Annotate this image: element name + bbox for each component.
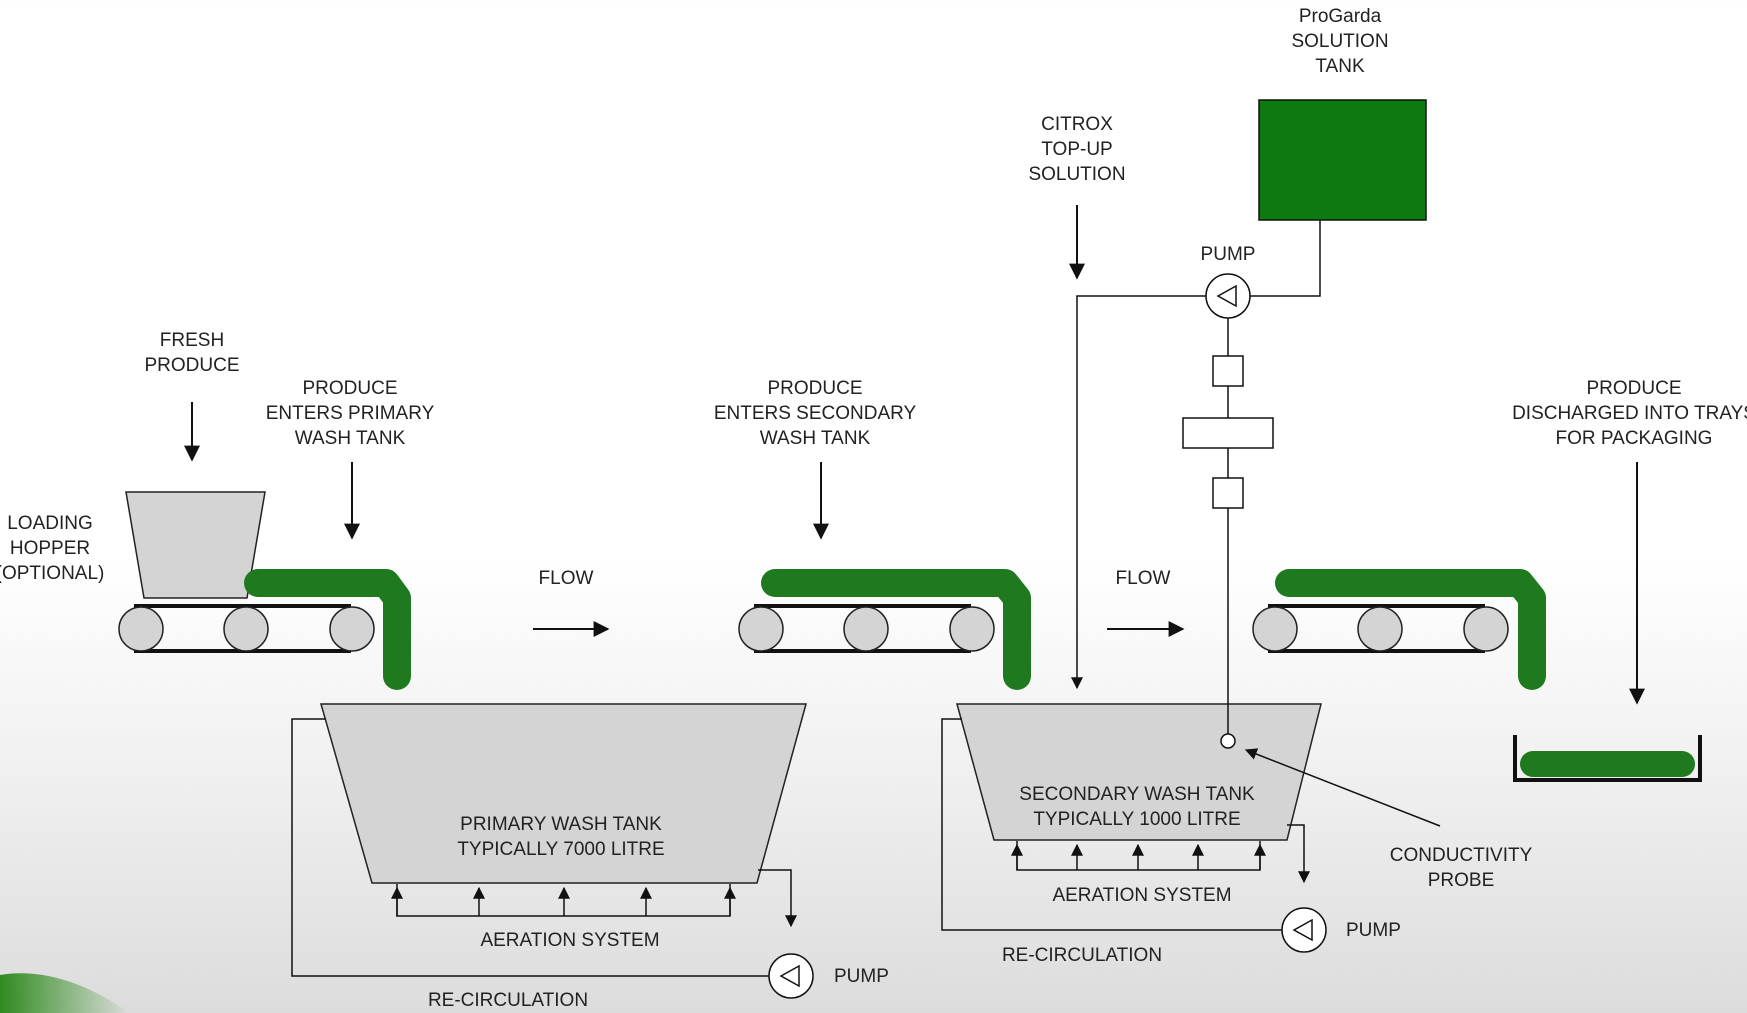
conductivity-probe — [1220, 733, 1236, 749]
conveyor-1 — [118, 604, 375, 653]
primary-wash-tank — [320, 703, 807, 884]
produce-in-tray — [1520, 751, 1695, 777]
pump-primary-label: PUMP — [834, 966, 889, 987]
primary-aeration-system — [391, 884, 736, 917]
citrox-label: CITROX TOP-UP SOLUTION — [1028, 114, 1126, 185]
conductivity-pointer — [1244, 748, 1441, 827]
dosing-line-to-tank — [1071, 295, 1206, 690]
recirc-secondary-label: RE-CIRCULATION — [1001, 945, 1163, 966]
primary-tank-label: PRIMARY WASH TANK TYPICALLY 7000 LITRE — [457, 814, 665, 860]
primary-recirc-return — [291, 718, 769, 977]
aeration-secondary-label: AERATION SYSTEM — [1052, 885, 1232, 906]
produce-stream-3 — [1275, 569, 1546, 690]
loading-hopper-label: LOADING HOPPER (OPTIONAL) — [0, 513, 105, 584]
fresh-produce-label: FRESH PRODUCE — [144, 330, 240, 376]
progarda-label: ProGarda SOLUTION TANK — [1291, 6, 1389, 77]
aeration-primary-label: AERATION SYSTEM — [480, 930, 660, 951]
controller-box — [1182, 417, 1274, 449]
packaging-tray — [1513, 735, 1702, 782]
produce-stream-1 — [244, 569, 411, 690]
loading-hopper — [125, 491, 266, 599]
probe-fitting-2 — [1212, 477, 1244, 509]
pump-icon — [1281, 907, 1327, 953]
enters-primary-label: PRODUCE ENTERS PRIMARY WASH TANK — [265, 378, 435, 449]
secondary-recirc-return — [941, 718, 1282, 931]
pump-secondary-label: PUMP — [1346, 920, 1401, 941]
secondary-aeration-system — [1011, 841, 1266, 871]
pump-top-label: PUMP — [1200, 244, 1256, 265]
primary-recirc-line — [758, 869, 797, 928]
enters-secondary-label: PRODUCE ENTERS SECONDARY WASH TANK — [713, 378, 917, 449]
secondary-tank-label: SECONDARY WASH TANK TYPICALLY 1000 LITRE — [1019, 784, 1255, 830]
progarda-solution-tank — [1258, 99, 1427, 221]
secondary-recirc-line — [1287, 824, 1310, 884]
solution-feed-line — [1250, 220, 1321, 297]
pump-icon — [1205, 273, 1251, 319]
recirc-primary-label: RE-CIRCULATION — [427, 990, 589, 1011]
conveyor-3 — [1252, 604, 1509, 653]
corner-swoosh — [0, 973, 130, 1013]
discharged-label: PRODUCE DISCHARGED INTO TRAYS FOR PACKAG… — [1512, 378, 1747, 449]
conveyor-2 — [738, 604, 995, 653]
conductivity-label: CONDUCTIVITY PROBE — [1389, 845, 1533, 891]
flow-label-2: FLOW — [1115, 568, 1171, 589]
probe-fitting-1 — [1212, 355, 1244, 387]
produce-stream-2 — [761, 569, 1031, 690]
pump-icon — [768, 953, 814, 999]
flow-label-1: FLOW — [538, 568, 594, 589]
